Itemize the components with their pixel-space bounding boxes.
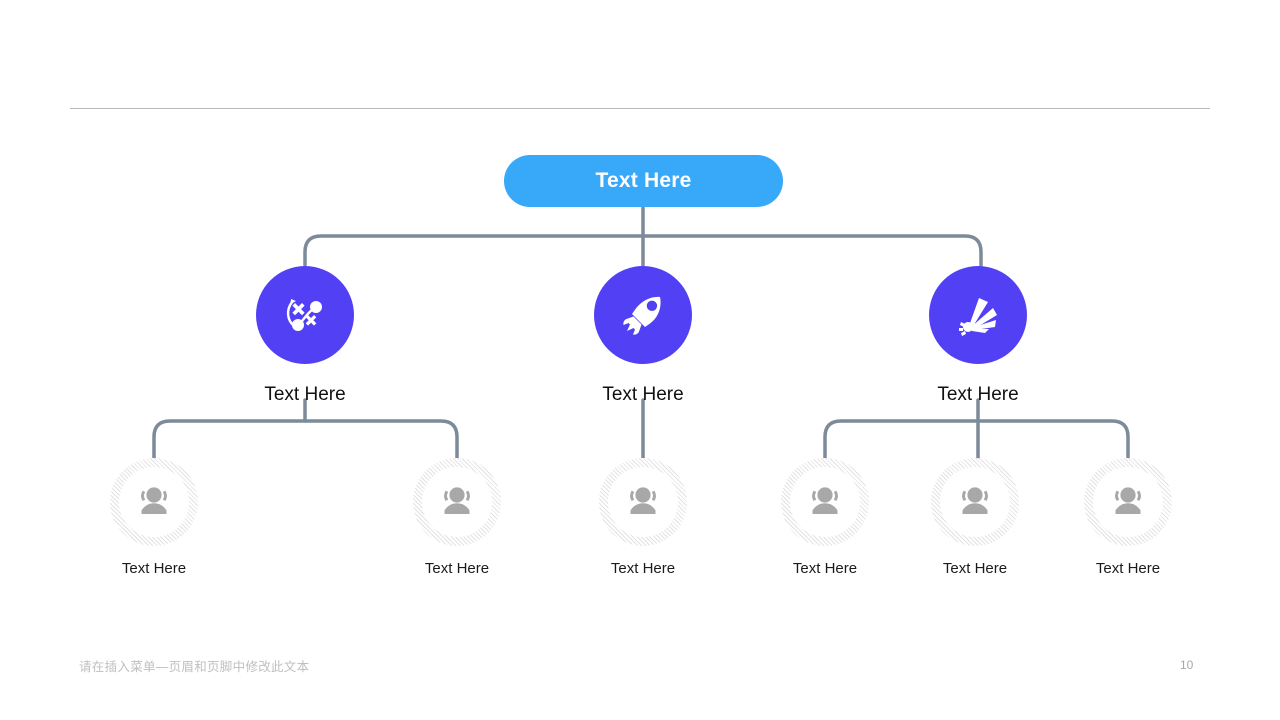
- branch-1-icon-circle[interactable]: [256, 266, 354, 364]
- branch-node-3[interactable]: Text Here: [878, 266, 1078, 406]
- leaf-6-icon-ring[interactable]: [1084, 458, 1172, 546]
- people-group-icon: [803, 480, 847, 524]
- leaf-node-4[interactable]: Text Here: [735, 458, 915, 577]
- connector-level1-bus: [303, 234, 983, 267]
- branch-2-icon-circle[interactable]: [594, 266, 692, 364]
- root-node-label: Text Here: [595, 169, 692, 192]
- leaf-5-icon-ring[interactable]: [931, 458, 1019, 546]
- leaf-1-label: Text Here: [121, 560, 187, 577]
- leaf-node-2[interactable]: Text Here: [367, 458, 547, 577]
- leaf-2-icon-ring[interactable]: [413, 458, 501, 546]
- branch-2-label: Text Here: [602, 384, 684, 405]
- footer-placeholder-text: 请在插入菜单—页眉和页脚中修改此文本: [79, 660, 310, 674]
- leaf-2-label: Text Here: [424, 560, 490, 577]
- leaf-4-icon-ring[interactable]: [781, 458, 869, 546]
- leaf-3-icon-ring[interactable]: [599, 458, 687, 546]
- branch-3-label: Text Here: [937, 384, 1019, 405]
- page-number: 10: [1180, 658, 1194, 672]
- leaf-5-label: Text Here: [942, 560, 1008, 577]
- branch-3-icon-circle[interactable]: [929, 266, 1027, 364]
- people-group-icon: [621, 480, 665, 524]
- header-divider: [70, 108, 1210, 109]
- leaf-node-1[interactable]: Text Here: [64, 458, 244, 577]
- people-group-icon: [435, 480, 479, 524]
- rocket-icon: [616, 288, 670, 342]
- connector-branch1-bus: [152, 419, 459, 460]
- leaf-node-3[interactable]: Text Here: [553, 458, 733, 577]
- root-node[interactable]: Text Here: [504, 155, 783, 207]
- leaf-4-label: Text Here: [792, 560, 858, 577]
- people-group-icon: [953, 480, 997, 524]
- branch-node-2[interactable]: Text Here: [543, 266, 743, 406]
- leaf-1-icon-ring[interactable]: [110, 458, 198, 546]
- people-group-icon: [132, 480, 176, 524]
- branch-1-label: Text Here: [264, 384, 346, 405]
- leaf-node-5[interactable]: Text Here: [885, 458, 1065, 577]
- branch-node-1[interactable]: Text Here: [205, 266, 405, 406]
- leaf-6-label: Text Here: [1095, 560, 1161, 577]
- people-group-icon: [1106, 480, 1150, 524]
- connector-branch3-bus: [823, 419, 1130, 460]
- leaf-3-label: Text Here: [610, 560, 676, 577]
- fan-burst-icon: [951, 288, 1005, 342]
- strategy-icon: [278, 288, 332, 342]
- leaf-node-6[interactable]: Text Here: [1038, 458, 1218, 577]
